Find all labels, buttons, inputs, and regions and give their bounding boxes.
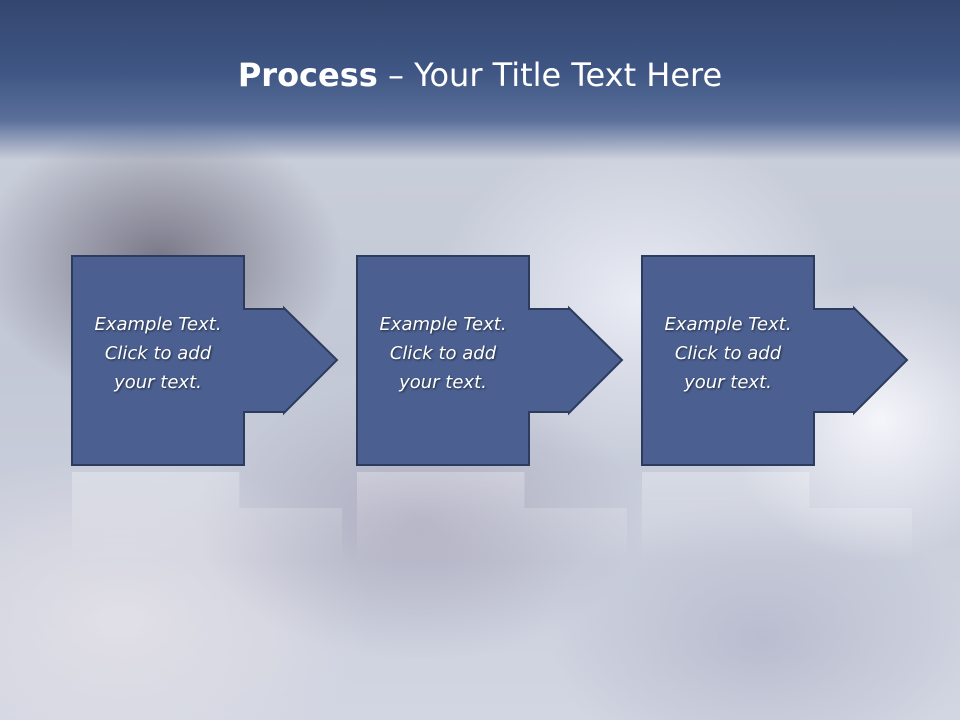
process-step-1[interactable]: Example Text. Click to add your text. <box>71 255 339 466</box>
step-1-line-1: Example Text. <box>94 314 222 335</box>
step-2-line-2: Click to add <box>389 343 497 364</box>
slide-title[interactable]: Process – Your Title Text Here <box>0 50 960 100</box>
step-3-line-3: your text. <box>684 372 772 393</box>
step-3-line-1: Example Text. <box>664 314 792 335</box>
step-1-line-2: Click to add <box>104 343 212 364</box>
step-2-line-1: Example Text. <box>379 314 507 335</box>
step-1-line-3: your text. <box>114 372 202 393</box>
title-rest: – Your Title Text Here <box>377 56 723 94</box>
title-band <box>0 0 960 160</box>
step-3-line-2: Click to add <box>674 343 782 364</box>
step-3-shape <box>641 255 909 466</box>
step-2-shape <box>356 255 624 466</box>
step-1-text[interactable]: Example Text. Click to add your text. <box>72 310 244 397</box>
process-step-2[interactable]: Example Text. Click to add your text. <box>356 255 624 466</box>
process-step-3[interactable]: Example Text. Click to add your text. <box>641 255 909 466</box>
step-1-shape <box>71 255 339 466</box>
step-2-line-3: your text. <box>399 372 487 393</box>
title-strong: Process <box>237 56 378 94</box>
step-3-text[interactable]: Example Text. Click to add your text. <box>642 310 814 397</box>
step-2-text[interactable]: Example Text. Click to add your text. <box>357 310 529 397</box>
